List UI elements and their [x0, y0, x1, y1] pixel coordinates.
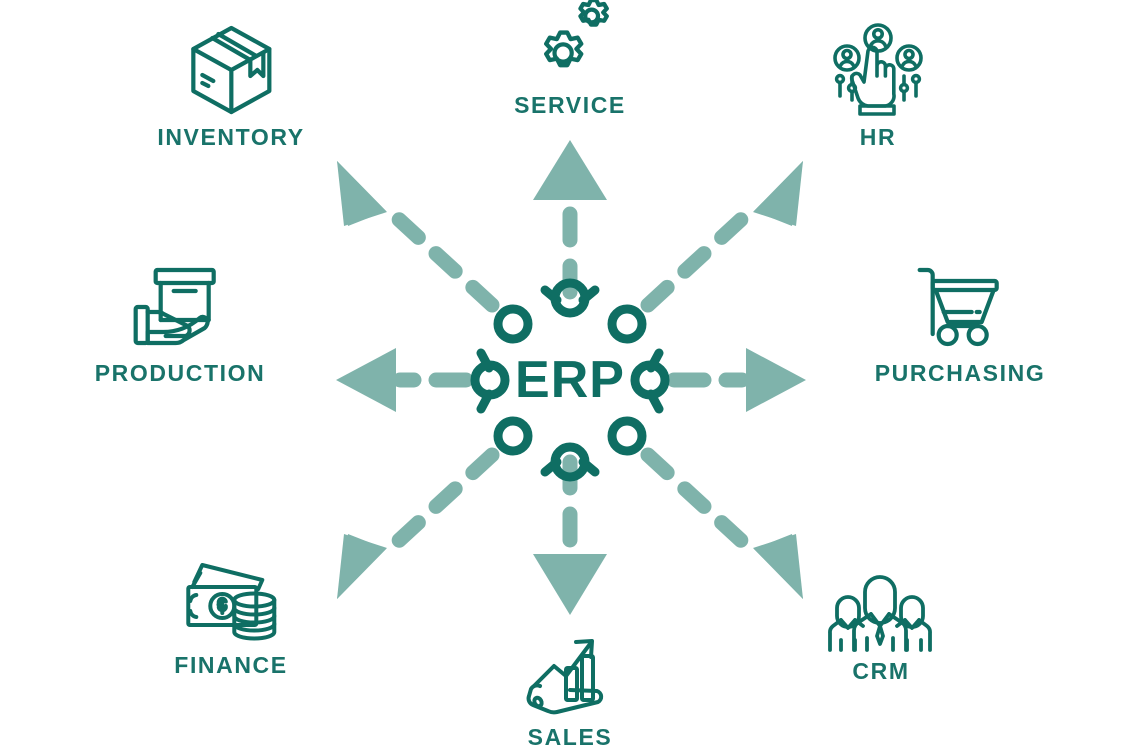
- hub-ring-right: [630, 348, 670, 414]
- module-sales[interactable]: SALES: [522, 630, 618, 751]
- arrow-down-sales: [533, 454, 607, 615]
- module-crm[interactable]: CRM: [828, 570, 932, 685]
- module-finance[interactable]: FINANCE: [174, 554, 287, 679]
- arrow-right-purchasing: [666, 348, 806, 412]
- erp-center-label: ERP: [515, 351, 625, 409]
- connector-arrows: [336, 140, 806, 615]
- module-label: FINANCE: [174, 652, 288, 678]
- module-purchasing[interactable]: PURCHASING: [875, 262, 1046, 387]
- module-label: PURCHASING: [874, 360, 1046, 386]
- module-label: CRM: [852, 658, 910, 684]
- arrow-upright-hr: [640, 161, 803, 313]
- people-group-icon: [828, 570, 932, 652]
- hub-ring-bottom: [540, 442, 600, 482]
- hand-package-icon: [130, 262, 230, 354]
- cash-coins-icon: [180, 554, 282, 646]
- box-icon: [185, 18, 277, 118]
- arrow-up-service: [533, 140, 607, 300]
- hub-ring-bottom-left: [493, 416, 533, 456]
- module-label: HR: [859, 124, 897, 150]
- shopping-cart-icon: [910, 262, 1010, 354]
- arrow-left-production: [336, 348, 474, 412]
- module-hr[interactable]: HR: [832, 18, 924, 151]
- hub-ring-top-left: [493, 304, 533, 344]
- module-label: INVENTORY: [157, 124, 305, 150]
- hand-network-icon: [832, 18, 924, 118]
- module-production[interactable]: PRODUCTION: [95, 262, 266, 387]
- hub-ring-left: [470, 348, 510, 414]
- hand-growth-icon: [522, 630, 618, 718]
- hub-ring-top: [540, 278, 600, 318]
- hub-ring-bottom-right: [607, 416, 647, 456]
- module-label: SALES: [527, 724, 613, 750]
- erp-hub: ERP: [470, 278, 670, 482]
- arrow-downright-crm: [640, 447, 803, 599]
- arrow-downleft-finance: [337, 447, 500, 599]
- gears-icon: [528, 0, 612, 86]
- module-service[interactable]: SERVICE: [514, 0, 626, 119]
- module-inventory[interactable]: INVENTORY: [157, 18, 304, 151]
- module-label: PRODUCTION: [94, 360, 266, 386]
- module-label: SERVICE: [514, 92, 626, 118]
- hub-ring-top-right: [607, 304, 647, 344]
- arrow-upleft-inventory: [337, 161, 500, 313]
